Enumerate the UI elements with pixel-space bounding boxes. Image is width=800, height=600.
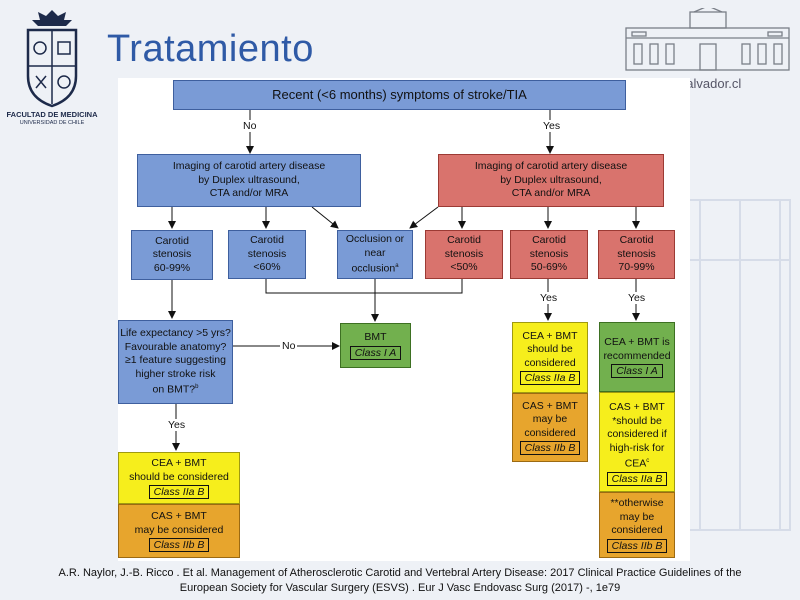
life-expectancy-line3: ≥1 feature suggesting (125, 354, 226, 366)
shield-emblem-icon (26, 10, 78, 108)
citation-line2: European Society for Vascular Surgery (E… (179, 582, 621, 594)
cas-mid-box: CAS + BMT may be considered Class IIb B (512, 393, 588, 462)
citation: A.R. Naylor, J.-B. Ricco . Et al. Manage… (0, 566, 800, 596)
cas-left-box: CAS + BMT may be considered Class IIb B (118, 504, 240, 558)
stenosis-60-99-line2: stenosis (152, 248, 192, 261)
stenosis-50-69-line3: 50-69% (530, 261, 568, 274)
no-label: No (241, 120, 259, 132)
stenosis-70-99-box: Carotid stenosis 70-99% (598, 230, 675, 279)
slide-title: Tratamiento (107, 28, 314, 70)
cea-left-line1: CEA + BMT (151, 457, 207, 469)
recent-symptoms-text: Recent (<6 months) symptoms of stroke/TI… (272, 87, 527, 103)
life-expectancy-footnote: b (195, 384, 199, 390)
cas-right-line2: *should be (612, 414, 662, 427)
cea-right-line2: recommended (603, 349, 671, 362)
occlusion-line2: near (364, 246, 386, 259)
cas-right-line3: considered if (607, 428, 667, 440)
imaging-right-box: Imaging of carotid artery disease by Dup… (438, 154, 664, 207)
hospital-building-icon (625, 5, 790, 71)
recent-symptoms-box: Recent (<6 months) symptoms of stroke/TI… (173, 80, 626, 110)
university-logo: FACULTAD DE MEDICINA UNIVERSIDAD DE CHIL… (6, 6, 98, 130)
cas-right-otherwise-box: **otherwise may be considered Class IIb … (599, 492, 675, 558)
cas-mid-line1: CAS + BMT (522, 399, 578, 412)
imaging-left-box: Imaging of carotid artery disease by Dup… (137, 154, 361, 207)
cas-right-line5: CEA (624, 457, 647, 470)
cas-right-line4: high-risk for (609, 441, 665, 454)
stenosis-50-69-box: Carotid stenosis 50-69% (510, 230, 588, 279)
cas-right-line7: may be (619, 510, 655, 523)
cas-right-class1: Class IIa B (606, 472, 668, 486)
bmt-title: BMT (364, 331, 387, 344)
no-arrow-label: No (280, 340, 298, 352)
cea-mid-class: Class IIa B (519, 371, 581, 386)
stenosis-60-99-line3: 60-99% (153, 261, 191, 274)
imaging-right-line2: by Duplex ultrasound, (500, 173, 602, 186)
stenosis-70-99-line3: 70-99% (618, 261, 655, 274)
bmt-box: BMT Class I A (340, 323, 411, 368)
cea-mid-line1: CEA + BMT (522, 329, 578, 342)
yes-right-label: Yes (626, 292, 648, 304)
occlusion-footnote: a (395, 263, 399, 269)
cas-left-line2: may be considered (134, 523, 224, 536)
stenosis-70-99-line2: stenosis (617, 247, 656, 260)
occlusion-line1: Occlusion or (345, 233, 405, 245)
cea-right-line1: CEA + BMT is (604, 336, 670, 348)
stenosis-lt50-box: Carotid stenosis <50% (425, 230, 503, 279)
imaging-right-line1: Imaging of carotid artery disease (474, 160, 628, 173)
university-name: UNIVERSIDAD DE CHILE (19, 120, 85, 126)
life-expectancy-line1: Life expectancy >5 yrs? (120, 327, 231, 339)
cas-right-footnote: c (646, 458, 650, 464)
life-expectancy-line4: higher stroke risk (135, 367, 216, 380)
cas-right-box: CAS + BMT *should be considered if high-… (599, 392, 675, 492)
stenosis-lt50-line1: Carotid (447, 234, 481, 247)
cas-right-line1: CAS + BMT (609, 401, 665, 413)
cas-left-class: Class IIb B (148, 538, 210, 552)
stenosis-70-99-line1: Carotid (619, 234, 654, 247)
imaging-right-line3: CTA and/or MRA (511, 187, 591, 200)
bmt-class: Class I A (349, 345, 402, 360)
yes-left-label: Yes (166, 419, 188, 431)
occlusion-line3-wrap: occlusiona (351, 260, 398, 276)
cea-right-box: CEA + BMT is recommended Class I A (599, 322, 675, 392)
cea-right-class: Class I A (611, 364, 663, 378)
cas-right-line5-wrap: CEAc (625, 455, 650, 471)
stenosis-lt60-box: Carotid stenosis <60% (228, 230, 306, 279)
stenosis-lt60-line2: stenosis (247, 247, 287, 260)
stenosis-50-69-line2: stenosis (529, 247, 569, 260)
cas-left-line1: CAS + BMT (151, 510, 207, 522)
yes-label: Yes (541, 120, 563, 132)
stenosis-60-99-line1: Carotid (155, 234, 189, 247)
cas-right-line8: considered (611, 524, 663, 537)
stenosis-lt50-line2: stenosis (444, 247, 484, 260)
stenosis-lt60-line3: <60% (253, 261, 281, 274)
stenosis-50-69-line1: Carotid (532, 234, 566, 247)
cea-left-line2: should be considered (129, 470, 229, 483)
stenosis-lt60-line1: Carotid (250, 234, 284, 247)
life-expectancy-line2: Favourable anatomy? (124, 340, 227, 353)
cea-left-class: Class IIa B (148, 485, 210, 499)
cas-right-line6: **otherwise (610, 497, 664, 510)
cea-mid-line2: should be (527, 343, 573, 356)
cas-mid-class: Class IIb B (519, 441, 581, 456)
life-expectancy-line5-wrap: on BMT?b (153, 381, 199, 397)
cas-mid-line2: may be (532, 413, 568, 426)
citation-line1: A.R. Naylor, J.-B. Ricco . Et al. Manage… (58, 567, 742, 579)
cea-left-box: CEA + BMT should be considered Class IIa… (118, 452, 240, 504)
stenosis-60-99-box: Carotid stenosis 60-99% (131, 230, 213, 280)
stenosis-lt50-line3: <50% (450, 261, 478, 274)
cea-mid-line3: considered (524, 356, 576, 369)
cas-mid-line3: considered (524, 426, 576, 439)
imaging-left-line1: Imaging of carotid artery disease (172, 160, 326, 173)
faculty-name: FACULTAD DE MEDICINA (6, 110, 98, 119)
cea-mid-box: CEA + BMT should be considered Class IIa… (512, 322, 588, 393)
life-expectancy-box: Life expectancy >5 yrs? Favourable anato… (118, 320, 233, 404)
yes-mid-label: Yes (538, 292, 560, 304)
life-expectancy-line5: on BMT? (152, 383, 196, 396)
occlusion-box: Occlusion or near occlusiona (337, 230, 413, 279)
cas-right-class2: Class IIb B (606, 538, 668, 553)
imaging-left-line2: by Duplex ultrasound, (198, 173, 300, 186)
occlusion-line3: occlusion (351, 262, 396, 275)
imaging-left-line3: CTA and/or MRA (209, 187, 289, 200)
